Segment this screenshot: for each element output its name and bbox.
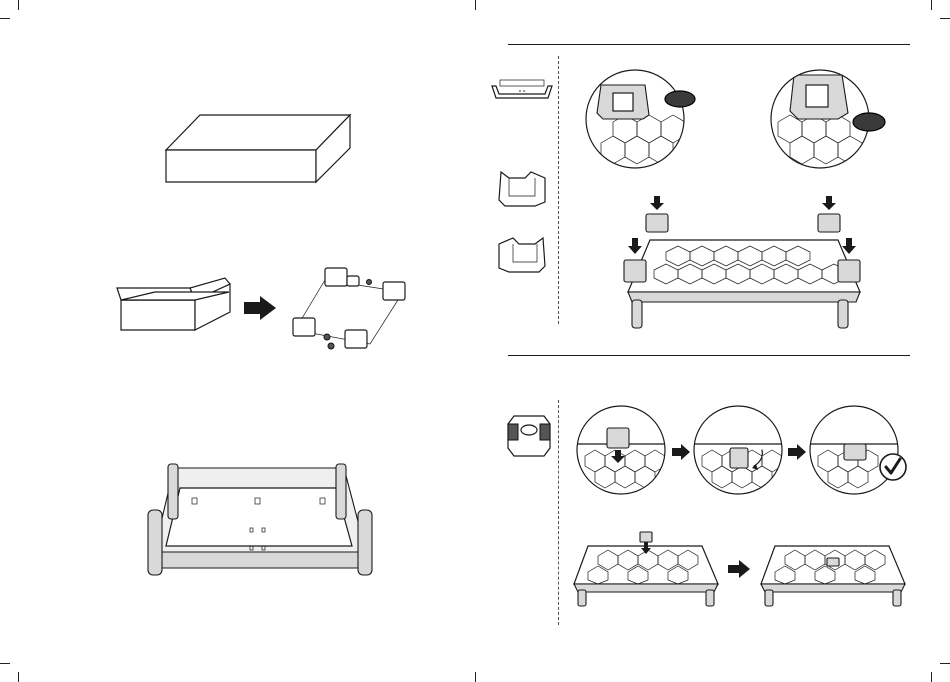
crop-mark-bottom-left bbox=[18, 672, 19, 682]
base-parts-kit-illustration bbox=[285, 262, 415, 357]
right-arrow-icon bbox=[788, 444, 806, 460]
crop-mark-bottom-right bbox=[931, 672, 932, 682]
base-after-clip bbox=[755, 538, 910, 610]
crop-mark-bottom-center bbox=[475, 672, 476, 682]
clip-step-1-zoom bbox=[575, 404, 667, 496]
open-box-illustration bbox=[115, 278, 240, 338]
crop-mark-bottom-left-h bbox=[0, 663, 10, 664]
check-circle-icon bbox=[878, 452, 908, 482]
crop-mark-top-center bbox=[475, 0, 476, 10]
parts-column-separator-1 bbox=[558, 56, 559, 324]
corner-bracket-part-a bbox=[495, 168, 550, 210]
center-clip-part bbox=[500, 410, 552, 460]
base-with-corner-brackets bbox=[618, 196, 868, 332]
right-arrow-icon bbox=[244, 296, 276, 320]
clip-step-2-zoom bbox=[692, 404, 784, 496]
crop-mark-top-right bbox=[931, 0, 932, 10]
crop-mark-top-left bbox=[18, 0, 19, 10]
callout-badge-2 bbox=[852, 112, 886, 132]
corner-bracket-part-b bbox=[495, 234, 550, 276]
parts-column-separator-2 bbox=[558, 400, 559, 625]
right-arrow-icon bbox=[672, 444, 690, 460]
section-divider-top bbox=[508, 44, 910, 45]
closed-box-illustration bbox=[160, 110, 360, 190]
crop-mark-top-left-h bbox=[0, 18, 10, 19]
bracket-detail-zoom-left bbox=[583, 67, 698, 169]
upside-down-base-illustration bbox=[140, 460, 380, 585]
callout-badge-1 bbox=[664, 90, 696, 108]
right-arrow-icon bbox=[728, 560, 750, 578]
section-divider-middle bbox=[508, 355, 910, 356]
crop-mark-top-right-h bbox=[940, 18, 950, 19]
long-bracket-part bbox=[488, 78, 556, 106]
clip-step-3-zoom bbox=[808, 404, 900, 496]
crop-mark-bottom-right-h bbox=[940, 663, 950, 664]
base-before-clip bbox=[568, 528, 723, 610]
